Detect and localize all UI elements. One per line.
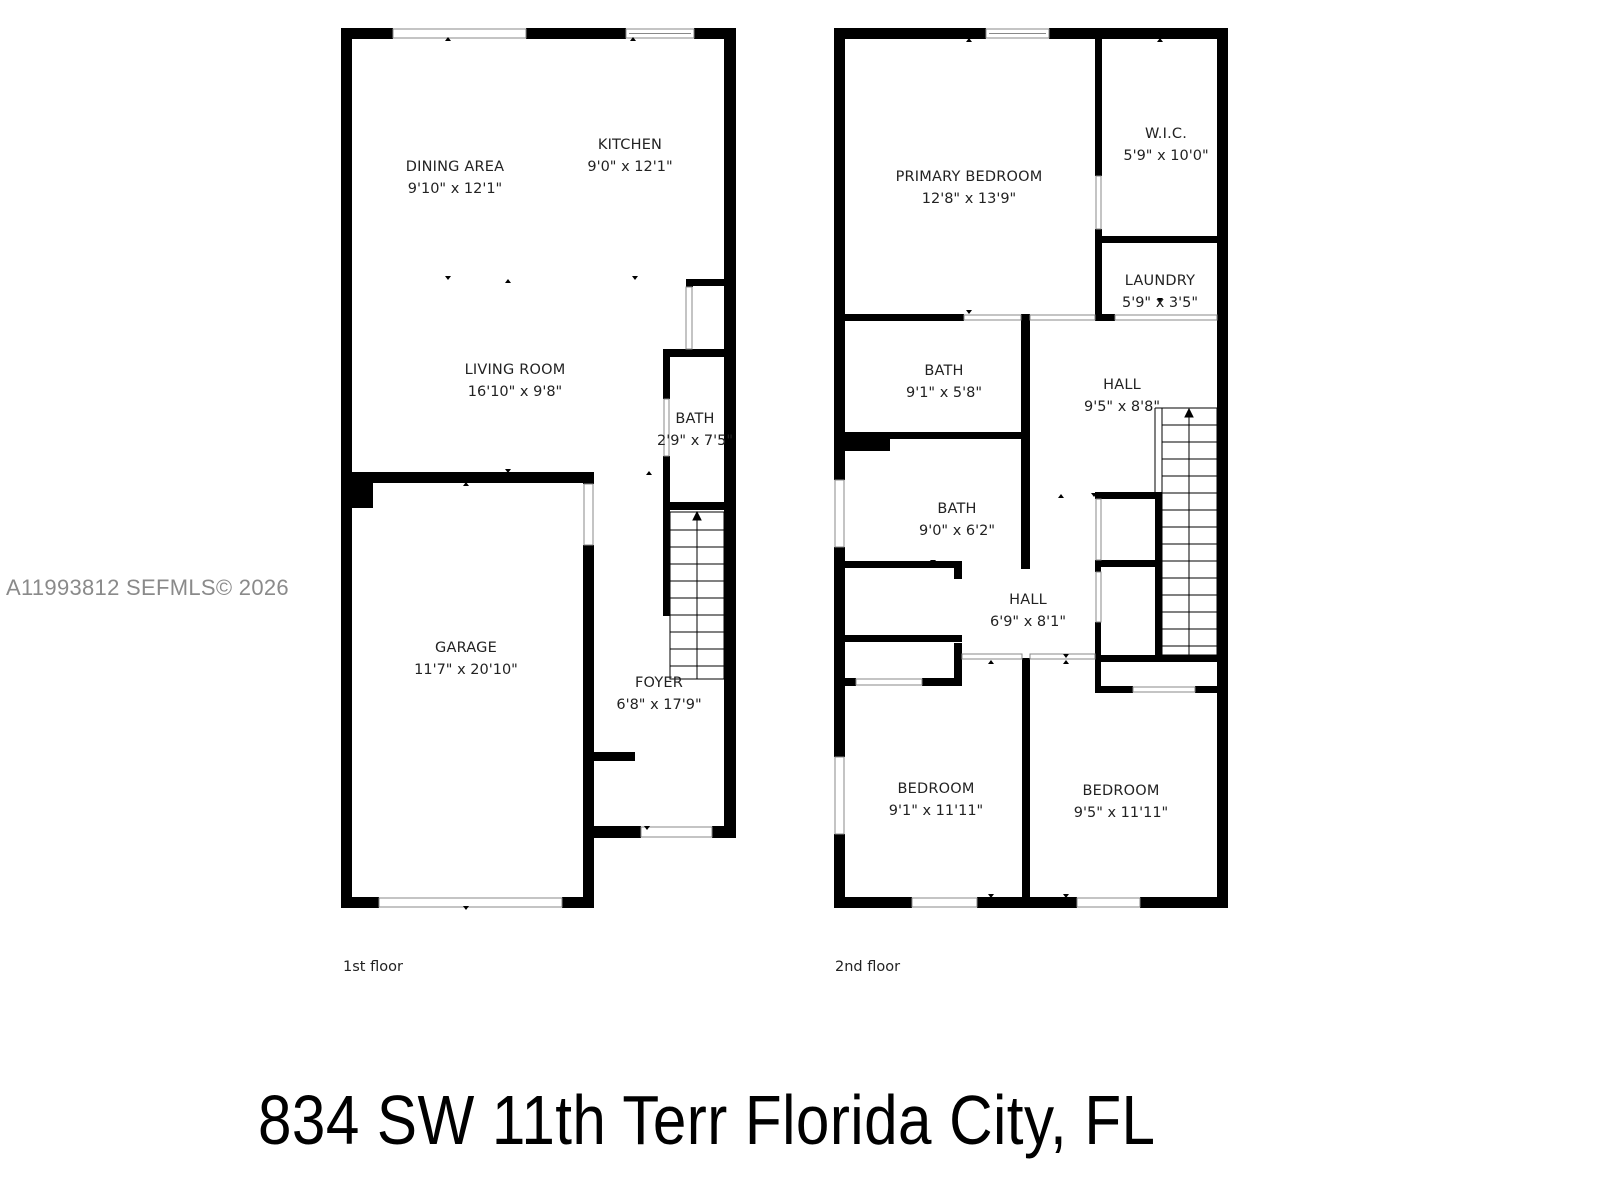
first-floor-stairs	[669, 510, 725, 680]
room-name: HALL	[1009, 592, 1047, 608]
room-name: KITCHEN	[597, 137, 663, 153]
room-bath-upper-2: BATH 9'0" x 6'2"	[919, 498, 995, 542]
second-floor-stairs	[1154, 407, 1218, 656]
room-dining-area: DINING AREA 9'10" x 12'1"	[406, 156, 505, 200]
room-dimensions: 9'10" x 12'1"	[407, 181, 503, 197]
room-dimensions: 9'5" x 8'8"	[1083, 399, 1161, 415]
room-dimensions: 9'0" x 6'2"	[918, 523, 996, 539]
room-name: FOYER	[634, 675, 684, 691]
first-floor-markers	[445, 37, 652, 910]
room-dimensions: 5'9" x 10'0"	[1123, 148, 1209, 164]
first-floor-caption: 1st floor	[343, 959, 403, 975]
second-floor-windows	[834, 28, 1218, 908]
room-dimensions: 9'1" x 11'11"	[888, 803, 984, 819]
room-name: DINING AREA	[405, 159, 505, 175]
mls-watermark: A11993812 SEFMLS© 2026	[6, 575, 289, 600]
room-kitchen: KITCHEN 9'0" x 12'1"	[587, 134, 672, 178]
room-walk-in-closet: W.I.C. 5'9" x 10'0"	[1123, 123, 1208, 167]
second-floor-markers	[930, 38, 1163, 898]
room-laundry: LAUNDRY 5'9" x 3'5"	[1122, 270, 1198, 314]
room-name: LIVING ROOM	[464, 362, 566, 378]
room-dimensions: 12'8" x 13'9"	[921, 191, 1017, 207]
room-garage: GARAGE 11'7" x 20'10"	[414, 637, 518, 681]
first-floor-windows	[378, 28, 713, 908]
room-name: BEDROOM	[897, 781, 975, 797]
room-name: W.I.C.	[1144, 126, 1188, 142]
room-dimensions: 9'0" x 12'1"	[587, 159, 673, 175]
room-living-room: LIVING ROOM 16'10" x 9'8"	[465, 359, 566, 403]
room-hall-upper: HALL 9'5" x 8'8"	[1084, 374, 1160, 418]
room-dimensions: 2'9" x 7'5"	[656, 433, 734, 449]
room-dimensions: 5'9" x 3'5"	[1121, 295, 1199, 311]
room-name: LAUNDRY	[1124, 273, 1196, 289]
room-hall-lower: HALL 6'9" x 8'1"	[990, 589, 1066, 633]
property-address: 834 SW 11th Terr Florida City, FL	[258, 1081, 1156, 1159]
room-bath-1st-floor: BATH 2'9" x 7'5"	[657, 408, 733, 452]
first-floor-walls	[341, 28, 736, 908]
room-name: BATH	[675, 411, 715, 427]
room-name: BEDROOM	[1082, 783, 1160, 799]
room-name: GARAGE	[435, 640, 497, 656]
room-dimensions: 9'1" x 5'8"	[905, 385, 983, 401]
room-primary-bedroom: PRIMARY BEDROOM 12'8" x 13'9"	[896, 166, 1043, 210]
room-dimensions: 11'7" x 20'10"	[414, 662, 518, 678]
room-name: BATH	[937, 501, 977, 517]
room-name: HALL	[1103, 377, 1141, 393]
room-dimensions: 9'5" x 11'11"	[1073, 805, 1169, 821]
room-name: BATH	[924, 363, 964, 379]
room-name: PRIMARY BEDROOM	[895, 169, 1043, 185]
room-bedroom-right: BEDROOM 9'5" x 11'11"	[1074, 780, 1168, 824]
room-dimensions: 6'9" x 8'1"	[989, 614, 1067, 630]
second-floor-caption: 2nd floor	[835, 959, 901, 975]
room-bath-upper-1: BATH 9'1" x 5'8"	[906, 360, 982, 404]
second-floor-walls	[834, 28, 1228, 908]
room-dimensions: 6'8" x 17'9"	[616, 697, 702, 713]
room-bedroom-left: BEDROOM 9'1" x 11'11"	[889, 778, 983, 822]
room-foyer: FOYER 6'8" x 17'9"	[616, 672, 701, 716]
room-dimensions: 16'10" x 9'8"	[467, 384, 563, 400]
